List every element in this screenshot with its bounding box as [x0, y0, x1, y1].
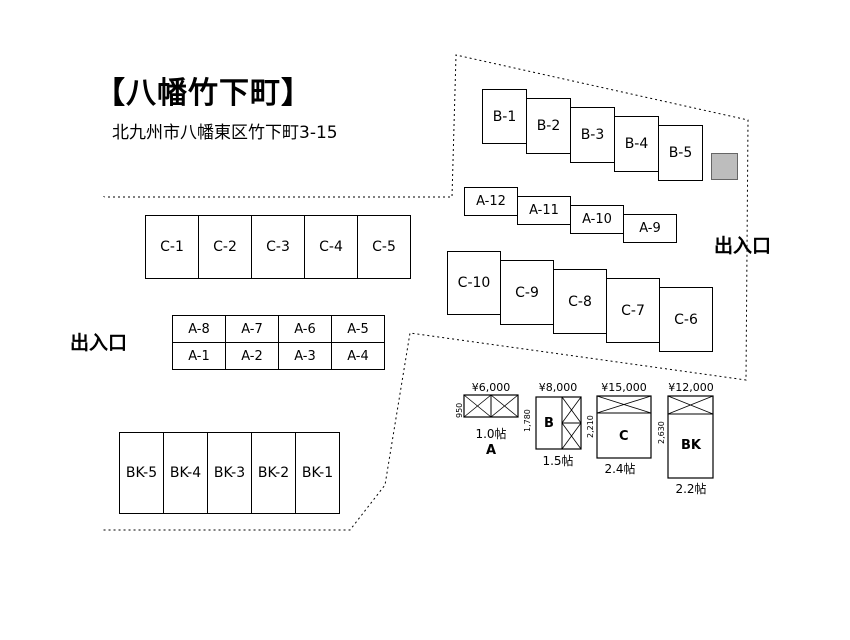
legend-b-size: 1.5帖 [542, 454, 574, 468]
legend-a-size: 1.0帖 [475, 427, 507, 441]
unit-c-5[interactable]: C-5 [357, 215, 411, 279]
unit-c-4[interactable]: C-4 [304, 215, 358, 279]
unit-b-4[interactable]: B-4 [614, 116, 659, 172]
legend-b-dimension: 1,780 [523, 409, 532, 432]
unit-a-12[interactable]: A-12 [464, 187, 518, 216]
unit-a-9[interactable]: A-9 [623, 214, 677, 243]
unit-a-5[interactable]: A-5 [331, 315, 385, 343]
legend-a-dimension: 950 [455, 402, 464, 418]
unit-bk-5[interactable]: BK-5 [119, 432, 164, 514]
unit-c-8[interactable]: C-8 [553, 269, 607, 334]
unit-c-7[interactable]: C-7 [606, 278, 660, 343]
legend-c-type: C [619, 429, 629, 444]
legend-a-unit-icon [463, 394, 519, 418]
legend-c-price: ¥15,000 [601, 381, 647, 394]
legend-bk-unit-icon [667, 395, 714, 479]
unit-a-1[interactable]: A-1 [172, 342, 226, 370]
unit-b-1[interactable]: B-1 [482, 89, 527, 144]
unit-c-3[interactable]: C-3 [251, 215, 305, 279]
boundary-line [103, 54, 749, 531]
unit-b-3[interactable]: B-3 [570, 107, 615, 163]
unit-b-2[interactable]: B-2 [526, 98, 571, 154]
unit-bk-2[interactable]: BK-2 [251, 432, 296, 514]
legend-c-unit-icon [596, 395, 652, 459]
unit-b-5[interactable]: B-5 [658, 125, 703, 181]
marker-square-icon [711, 153, 738, 180]
entrance-label-right: 出入口 [714, 235, 772, 257]
legend-bk-dimension: 2,630 [657, 421, 666, 444]
legend-b-unit-icon [535, 396, 582, 450]
legend-a-type: A [486, 443, 497, 458]
entrance-label-left: 出入口 [70, 332, 128, 354]
address-text: 北九州市八幡東区竹下町3-15 [112, 123, 338, 143]
unit-a-2[interactable]: A-2 [225, 342, 279, 370]
unit-a-6[interactable]: A-6 [278, 315, 332, 343]
unit-a-11[interactable]: A-11 [517, 196, 571, 225]
legend-bk-type: BK [681, 438, 701, 453]
unit-a-4[interactable]: A-4 [331, 342, 385, 370]
unit-a-8[interactable]: A-8 [172, 315, 226, 343]
unit-a-3[interactable]: A-3 [278, 342, 332, 370]
legend-b-type: B [544, 416, 554, 431]
legend-c-size: 2.4帖 [604, 462, 636, 476]
legend-a-price: ¥6,000 [471, 381, 511, 394]
unit-c-2[interactable]: C-2 [198, 215, 252, 279]
legend-c-dimension: 2,210 [586, 415, 595, 438]
unit-c-6[interactable]: C-6 [659, 287, 713, 352]
unit-c-10[interactable]: C-10 [447, 251, 501, 315]
unit-a-10[interactable]: A-10 [570, 205, 624, 234]
unit-bk-3[interactable]: BK-3 [207, 432, 252, 514]
unit-c-1[interactable]: C-1 [145, 215, 199, 279]
legend-bk-price: ¥12,000 [668, 381, 714, 394]
legend-b-price: ¥8,000 [538, 381, 578, 394]
unit-c-9[interactable]: C-9 [500, 260, 554, 325]
legend-bk-size: 2.2帖 [675, 482, 707, 496]
page-title: 【八幡竹下町】 [95, 76, 312, 111]
unit-bk-1[interactable]: BK-1 [295, 432, 340, 514]
